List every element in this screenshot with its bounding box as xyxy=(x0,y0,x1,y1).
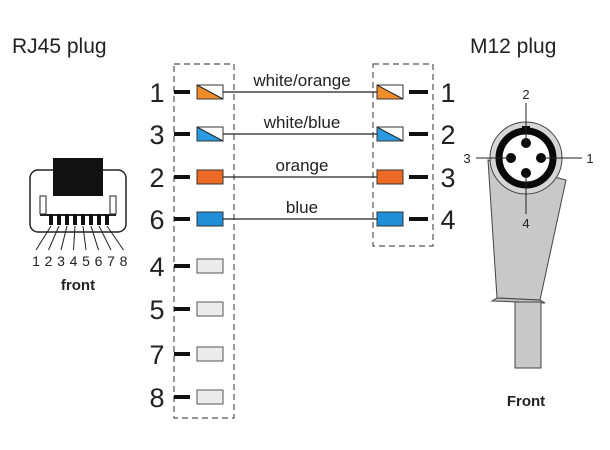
m12-cable xyxy=(514,301,542,369)
right-pin-row: 1 xyxy=(376,78,456,108)
m12-connector-drawing: 2 3 1 4 Front xyxy=(463,87,593,410)
wire-label: orange xyxy=(276,156,329,175)
left-pin-number: 3 xyxy=(149,120,164,150)
left-pin-box xyxy=(173,63,235,419)
rj45-lead-4 xyxy=(73,225,76,251)
rj45-contact-8 xyxy=(105,214,109,225)
rj45-pin-digit: 7 xyxy=(107,253,115,269)
rj45-leads xyxy=(35,225,124,251)
left-pin-row: 2 xyxy=(149,163,224,193)
rj45-lead-1 xyxy=(35,225,52,251)
rj45-lead-5 xyxy=(82,225,87,251)
rj45-lead-8 xyxy=(106,225,124,251)
rj45-contact-1 xyxy=(49,214,53,225)
right-wire-swatch-diagonal xyxy=(376,84,404,100)
left-wire-swatch-border xyxy=(196,84,224,100)
right-wire-swatch xyxy=(376,211,404,227)
right-wire-swatch xyxy=(376,169,404,185)
wire-label: white/orange xyxy=(252,71,350,90)
left-pin-row: 6 xyxy=(149,205,224,235)
m12-title: M12 plug xyxy=(470,35,556,58)
right-pin-row: 3 xyxy=(376,163,456,193)
rj45-contact-2 xyxy=(57,214,61,225)
rj45-title: RJ45 plug xyxy=(12,35,107,58)
rj45-latch xyxy=(53,158,103,196)
m12-pin-label-1: 1 xyxy=(586,151,593,166)
left-pin-number: 2 xyxy=(149,163,164,193)
right-pin-number: 3 xyxy=(440,163,455,193)
left-pin-row: 3 xyxy=(149,120,224,150)
rj45-pin-digit: 5 xyxy=(82,253,90,269)
right-pin-number: 4 xyxy=(440,205,455,235)
wire-label: blue xyxy=(286,198,318,217)
unused-pin-box xyxy=(196,389,224,405)
rj45-pin-digit: 1 xyxy=(32,253,40,269)
rj45-pin-digit: 6 xyxy=(95,253,103,269)
rj45-left-shoulder xyxy=(39,195,47,215)
left-wire-swatch xyxy=(196,169,224,185)
left-pin-number: 5 xyxy=(149,295,164,325)
right-pin-row: 4 xyxy=(376,205,456,235)
rj45-pin-digit: 4 xyxy=(70,253,78,269)
rj45-contact-line xyxy=(40,214,116,216)
left-pin-row: 7 xyxy=(149,340,224,370)
rj45-contact-7 xyxy=(97,214,101,225)
wire-label: white/blue xyxy=(263,113,341,132)
left-wire-swatch-diagonal xyxy=(196,126,224,142)
left-pin-number: 4 xyxy=(149,252,164,282)
right-pin-column: 1 2 3 4 xyxy=(376,78,456,235)
right-wire-swatch-border xyxy=(376,84,404,100)
rj45-lead-7 xyxy=(98,225,112,251)
rj45-lead-2 xyxy=(48,225,60,251)
left-pin-row: 4 xyxy=(149,252,224,282)
left-wire-swatch-border xyxy=(196,126,224,142)
rj45-contact-4 xyxy=(73,214,77,225)
unused-pin-box xyxy=(196,346,224,362)
left-pin-number: 6 xyxy=(149,205,164,235)
left-pin-number: 7 xyxy=(149,340,164,370)
left-pin-number: 8 xyxy=(149,383,164,413)
unused-pin-box xyxy=(196,301,224,317)
left-pin-number: 1 xyxy=(149,78,164,108)
rj45-front-label: front xyxy=(61,277,95,294)
right-wire-swatch-border xyxy=(376,126,404,142)
m12-pin-label-3: 3 xyxy=(463,151,470,166)
right-wire-swatch-diagonal xyxy=(376,126,404,142)
left-pin-row: 5 xyxy=(149,295,224,325)
left-pin-row: 8 xyxy=(149,383,224,413)
rj45-contact-5 xyxy=(81,214,85,225)
m12-front-label: Front xyxy=(507,393,545,410)
rj45-right-shoulder xyxy=(109,195,117,215)
rj45-contact-6 xyxy=(89,214,93,225)
rj45-pin-digit: 8 xyxy=(120,253,128,269)
left-pin-column: 1 3 2 6 4 5 7 8 xyxy=(149,78,224,413)
right-pin-box xyxy=(372,63,434,247)
unused-pin-box xyxy=(196,258,224,274)
rj45-pin-digit: 3 xyxy=(57,253,65,269)
right-pin-number: 2 xyxy=(440,120,455,150)
left-wire-swatch xyxy=(196,211,224,227)
right-pin-number: 1 xyxy=(440,78,455,108)
right-pin-row: 2 xyxy=(376,120,456,150)
m12-pin-label-4: 4 xyxy=(522,216,529,231)
rj45-lead-6 xyxy=(90,225,99,251)
left-wire-swatch-diagonal xyxy=(196,84,224,100)
rj45-lead-3 xyxy=(60,225,68,251)
rj45-contact-3 xyxy=(65,214,69,225)
rj45-pin-digit: 2 xyxy=(45,253,53,269)
rj45-contacts xyxy=(49,214,109,225)
wire-lines: white/orange white/blue orange blue xyxy=(223,71,377,220)
left-pin-row: 1 xyxy=(149,78,224,108)
m12-pin-label-2: 2 xyxy=(522,87,529,102)
